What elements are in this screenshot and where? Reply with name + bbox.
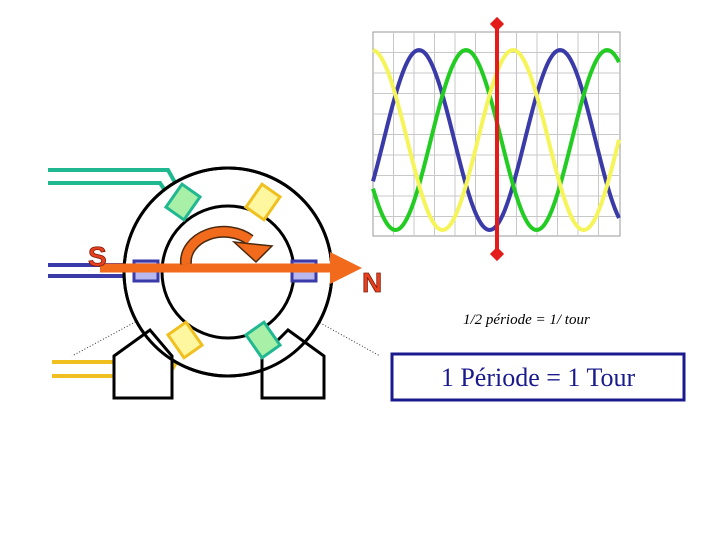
half-period-caption: 1/2 période = 1/ tour <box>463 312 590 328</box>
time-marker <box>489 16 505 262</box>
rotor-magnet-arrow <box>100 252 362 284</box>
coil-yellow-bottom-left <box>165 320 205 360</box>
full-period-caption: 1 Période = 1 Tour <box>441 363 636 392</box>
pole-north-label: N <box>362 267 382 298</box>
full-period-box: 1 Période = 1 Tour <box>390 352 686 402</box>
coil-yellow-top-right <box>243 182 283 222</box>
pole-south-label: S <box>88 241 107 272</box>
projection-lines <box>71 271 381 357</box>
coil-teal-top-left <box>163 182 203 222</box>
coil-teal-bottom-right <box>243 320 283 360</box>
rotation-arrow <box>179 225 274 265</box>
